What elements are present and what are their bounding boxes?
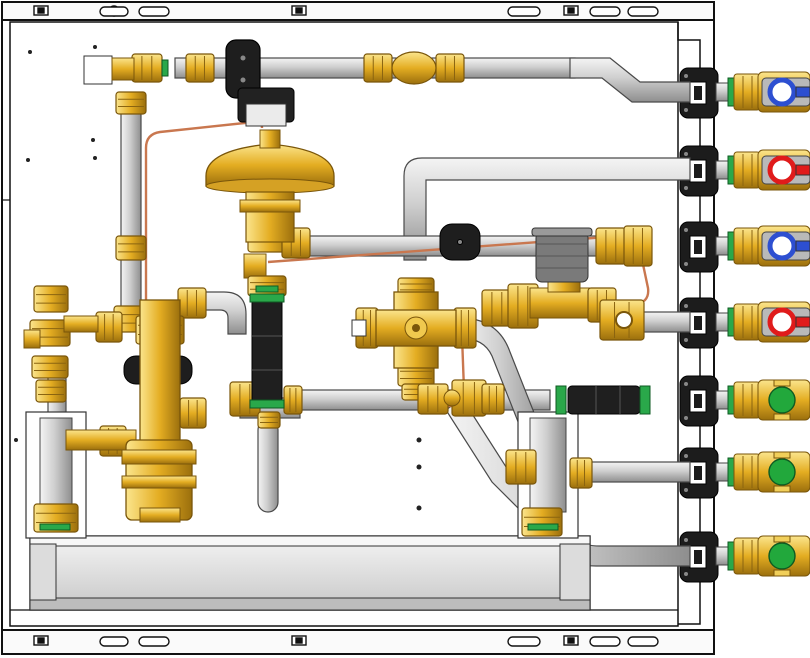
brass-nut [569, 457, 593, 489]
top-mounting-slots [33, 5, 659, 17]
ball-valve-blue-handle-icon[interactable] [715, 71, 810, 113]
manifold-rail-outline [677, 22, 701, 625]
insulation-sleeve [249, 293, 285, 409]
ball-valves [715, 71, 810, 577]
ball-valve-green-handle-icon[interactable] [715, 451, 810, 493]
brass-nut [115, 235, 147, 261]
thermostatic-actuator [531, 227, 593, 283]
brass-nut [451, 379, 487, 417]
ball-valve-red-handle-icon[interactable] [715, 149, 810, 191]
brass-nut [283, 385, 303, 415]
mounting-frame [1, 1, 715, 655]
brass-nut [521, 507, 563, 537]
brass-nut [363, 53, 393, 83]
four-way-mixing-valve [351, 291, 457, 369]
ball-valve-red-handle-icon[interactable] [715, 301, 810, 343]
panel-mounting-holes [14, 45, 422, 511]
brass-nut [35, 379, 67, 403]
pipe-top-offset [569, 57, 691, 103]
pipe-elbow-left [199, 291, 247, 335]
bottom-mounting-slots [33, 635, 659, 647]
brass-nut [179, 397, 207, 429]
brass-nut [31, 355, 69, 379]
manifold-rail-clamps [679, 67, 719, 583]
brass-nut [131, 53, 163, 83]
ball-valve-green-handle-icon[interactable] [715, 379, 810, 421]
insulation-sleeve-return [555, 385, 651, 415]
green-gasket [255, 285, 279, 293]
manifold-clamp [679, 221, 719, 273]
brass-nut [115, 91, 147, 115]
green-gasket [527, 523, 559, 531]
brass-nut [505, 449, 537, 485]
brass-nut [417, 383, 449, 415]
brass-nut [95, 311, 123, 343]
manifold-clamp [679, 67, 719, 119]
zone-valve-actuator [225, 39, 295, 127]
differential-pressure-controller [205, 129, 335, 243]
brass-nut [481, 383, 505, 415]
brass-nut [435, 53, 465, 83]
brass-nut [177, 287, 207, 319]
brass-nut [623, 225, 653, 267]
brass-nut [257, 411, 281, 429]
manifold-clamp [679, 447, 719, 499]
ball-valve-green-handle-icon[interactable] [715, 535, 810, 577]
brass-nut [355, 307, 379, 349]
brass-nut [595, 227, 627, 265]
air-vent-cap [83, 55, 113, 85]
ball-valve-blue-handle-icon[interactable] [715, 225, 810, 267]
pipe-second-supply [403, 157, 691, 261]
green-gasket [161, 59, 169, 77]
manifold-clamp [679, 375, 719, 427]
brass-nut [185, 53, 215, 83]
green-gasket [39, 523, 71, 531]
manifold-clamp [679, 297, 719, 349]
pipe-drop-centre [257, 419, 279, 513]
brass-nut [453, 307, 477, 349]
inline-strainer [391, 51, 437, 85]
brass-nut [33, 285, 69, 313]
pump-housing [121, 299, 197, 523]
pipe-left-riser [120, 109, 142, 321]
